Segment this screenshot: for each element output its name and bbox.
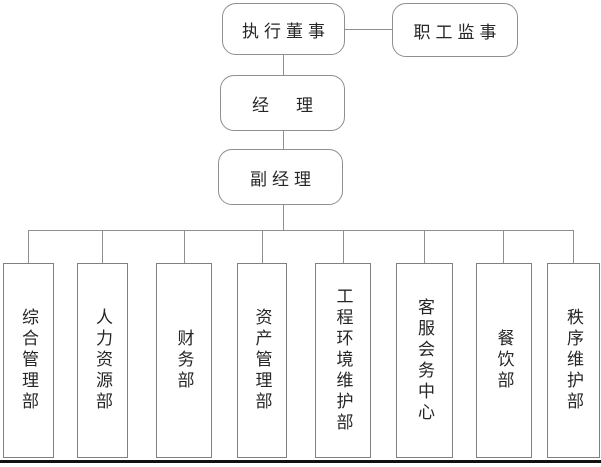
staff-supervisor-label: 职工监事: [413, 22, 502, 43]
deputy-manager-label: 副经理: [250, 169, 316, 190]
manager-label: 经 理: [252, 95, 318, 116]
dept-label: 客服会务中心: [414, 297, 434, 424]
node-deputy-manager: 副经理: [218, 149, 343, 205]
dept-catering: 餐饮部: [476, 263, 532, 458]
dept-customer-service-conference-center: 客服会务中心: [396, 263, 453, 458]
connector-manager-deputy: [283, 131, 284, 149]
dept-order-maintenance: 秩序维护部: [547, 263, 600, 458]
dept-label: 综合管理部: [18, 308, 38, 413]
connector-drop-4: [262, 230, 263, 263]
connector-exec-supervisor: [345, 29, 392, 30]
node-executive-director: 执行董事: [222, 3, 345, 55]
connector-drop-5: [343, 230, 344, 263]
node-staff-supervisor: 职工监事: [392, 3, 518, 57]
connector-deputy-bus: [283, 205, 284, 230]
connector-drop-2: [102, 230, 103, 263]
dept-label: 餐饮部: [493, 329, 514, 392]
connector-drop-3: [184, 230, 185, 263]
connector-drop-8: [573, 230, 574, 263]
dept-general-management: 综合管理部: [3, 263, 54, 458]
connector-exec-manager: [283, 55, 284, 75]
dept-label: 秩序维护部: [563, 308, 583, 413]
dept-asset-management: 资产管理部: [237, 263, 287, 458]
node-manager: 经 理: [220, 75, 345, 131]
connector-bus: [28, 230, 574, 231]
executive-director-label: 执行董事: [242, 21, 330, 42]
dept-human-resources: 人力资源部: [77, 263, 128, 458]
dept-label: 人力资源部: [92, 308, 112, 413]
dept-label: 财务部: [173, 329, 194, 392]
dept-label: 工程环境维护部: [332, 287, 353, 434]
connector-drop-7: [503, 230, 504, 263]
dept-finance: 财务部: [156, 263, 212, 458]
connector-drop-1: [28, 230, 29, 263]
connector-drop-6: [424, 230, 425, 263]
dept-engineering-environment-maintenance: 工程环境维护部: [315, 263, 371, 458]
dept-label: 资产管理部: [251, 308, 272, 413]
bottom-rule: [0, 460, 601, 463]
